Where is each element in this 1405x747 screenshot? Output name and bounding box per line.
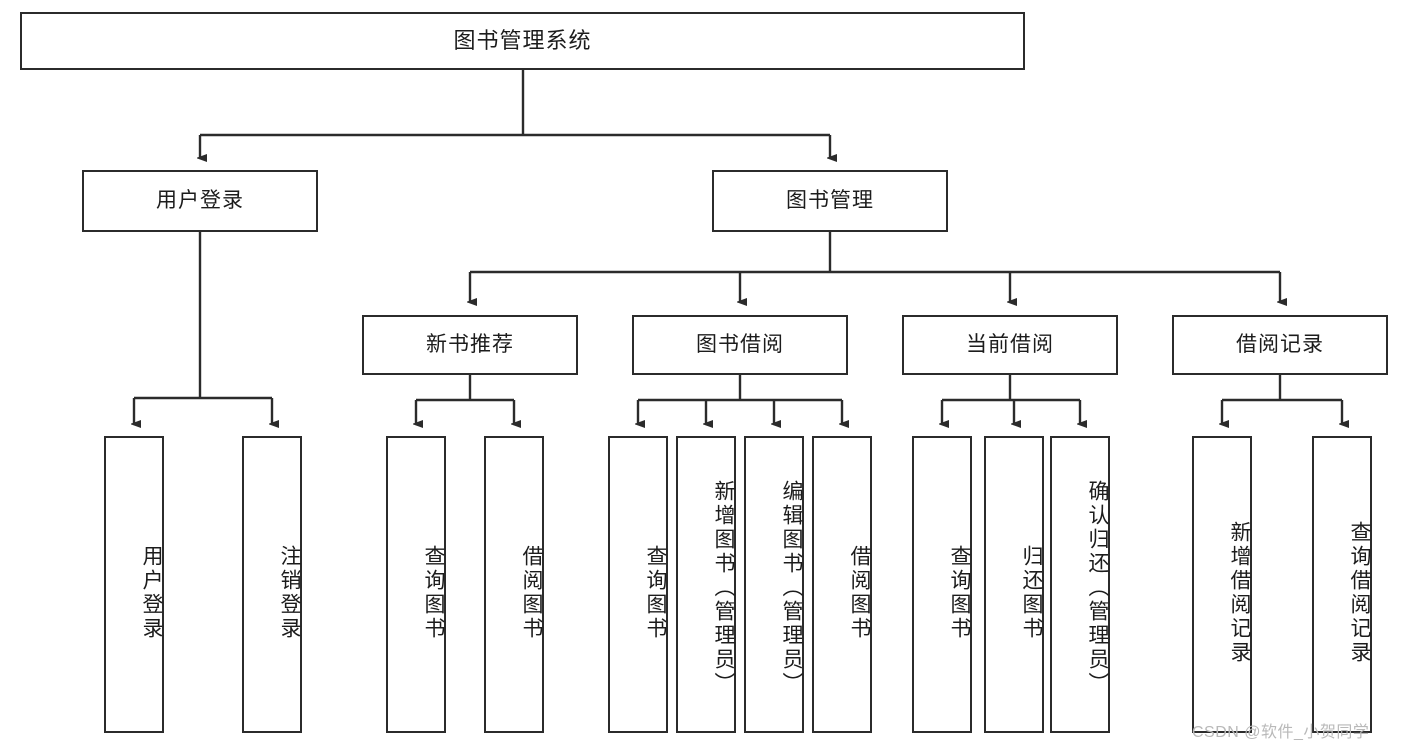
node-label: 查询图书 bbox=[644, 544, 667, 641]
node-new-book-recommend[interactable]: 新书推荐 bbox=[362, 315, 578, 375]
node-label: 借阅图书 bbox=[520, 544, 543, 641]
node-label: 借阅图书 bbox=[848, 544, 871, 641]
node-current-borrow[interactable]: 当前借阅 bbox=[902, 315, 1118, 375]
node-label: 图书管理 bbox=[786, 189, 874, 213]
node-label: 新书推荐 bbox=[426, 333, 514, 357]
leaf-borrow-book[interactable]: 借阅图书 bbox=[812, 436, 872, 733]
node-label: 编辑图书（管理员） bbox=[780, 479, 803, 696]
node-label: 查询借阅记录 bbox=[1348, 520, 1371, 665]
node-label: 注销登录 bbox=[278, 544, 301, 641]
node-label: 归还图书 bbox=[1020, 544, 1043, 641]
leaf-query-book-borrow[interactable]: 查询图书 bbox=[608, 436, 668, 733]
node-borrow-record[interactable]: 借阅记录 bbox=[1172, 315, 1388, 375]
leaf-return-book[interactable]: 归还图书 bbox=[984, 436, 1044, 733]
node-root[interactable]: 图书管理系统 bbox=[20, 12, 1025, 70]
node-label: 图书管理系统 bbox=[453, 27, 592, 53]
leaf-add-borrow-record[interactable]: 新增借阅记录 bbox=[1192, 436, 1252, 733]
node-label: 新增借阅记录 bbox=[1228, 520, 1251, 665]
leaf-confirm-return-admin[interactable]: 确认归还（管理员） bbox=[1050, 436, 1110, 733]
leaf-edit-book-admin[interactable]: 编辑图书（管理员） bbox=[744, 436, 804, 733]
node-label: 查询图书 bbox=[422, 544, 445, 641]
csdn-watermark: CSDN @软件_小贺同学 bbox=[1192, 724, 1370, 741]
leaf-query-borrow-record[interactable]: 查询借阅记录 bbox=[1312, 436, 1372, 733]
node-label: 新增图书（管理员） bbox=[712, 479, 735, 696]
node-label: 用户登录 bbox=[140, 544, 163, 641]
leaf-logout[interactable]: 注销登录 bbox=[242, 436, 302, 733]
node-label: 确认归还（管理员） bbox=[1086, 479, 1109, 696]
node-label: 当前借阅 bbox=[966, 333, 1054, 357]
leaf-query-book-current[interactable]: 查询图书 bbox=[912, 436, 972, 733]
leaf-borrow-book-recommend[interactable]: 借阅图书 bbox=[484, 436, 544, 733]
node-label: 用户登录 bbox=[156, 189, 244, 213]
node-user-login[interactable]: 用户登录 bbox=[82, 170, 318, 232]
node-book-borrow[interactable]: 图书借阅 bbox=[632, 315, 848, 375]
leaf-query-book-recommend[interactable]: 查询图书 bbox=[386, 436, 446, 733]
leaf-add-book-admin[interactable]: 新增图书（管理员） bbox=[676, 436, 736, 733]
leaf-user-login[interactable]: 用户登录 bbox=[104, 436, 164, 733]
node-label: 查询图书 bbox=[948, 544, 971, 641]
node-label: 图书借阅 bbox=[696, 333, 784, 357]
node-book-management[interactable]: 图书管理 bbox=[712, 170, 948, 232]
node-label: 借阅记录 bbox=[1236, 333, 1324, 357]
